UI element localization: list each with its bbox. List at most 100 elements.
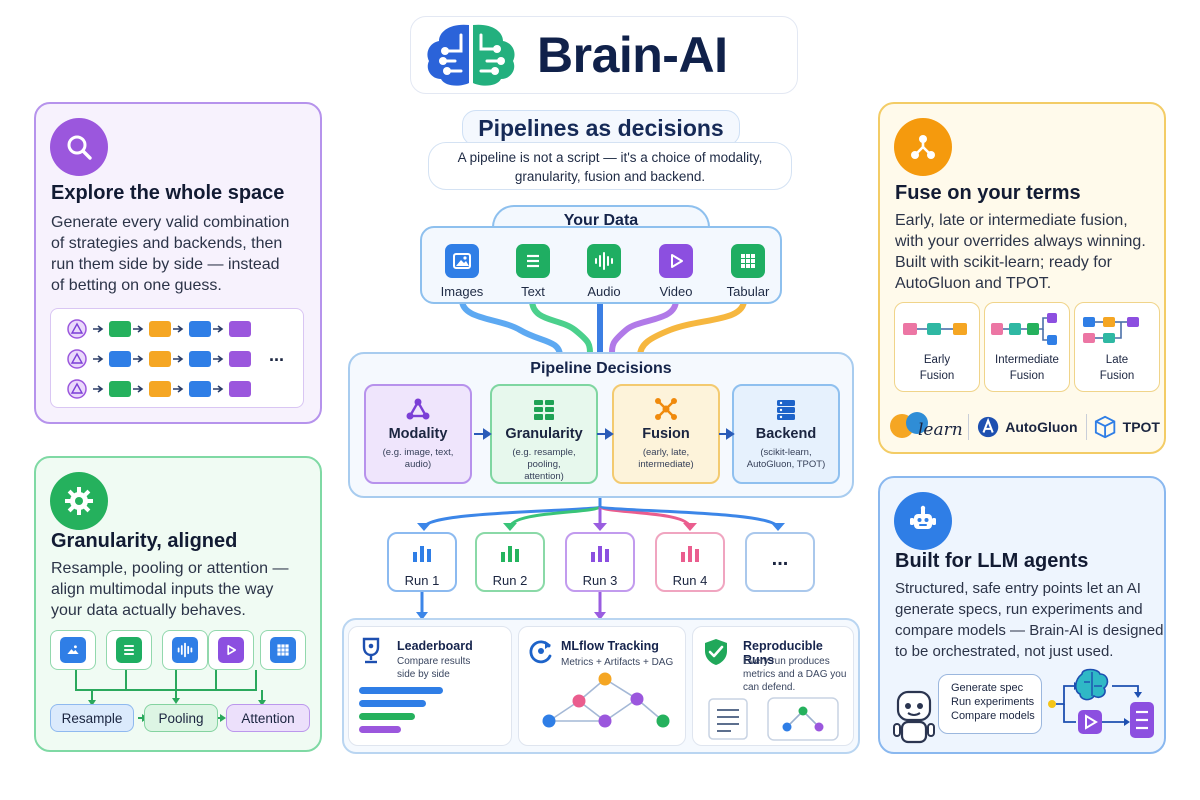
audio-input-chip [162,630,208,670]
fusion-mode-early: Early Fusion [894,302,980,392]
run-card[interactable]: Run 4 [655,532,725,592]
fuse-card: Fuse on your terms Early, late or interm… [878,102,1166,454]
decision-name: Modality [388,426,448,442]
granularity-title: Granularity, aligned [51,530,238,552]
robot-icon [894,492,952,550]
decision-detail-line: (scikit-learn, [760,447,812,458]
decision-name: Granularity [505,426,583,442]
video-play-icon [218,637,244,663]
late-fusion-icon [1083,317,1139,343]
leaderboard-bar [359,687,443,694]
audio-waveform-icon [172,637,198,663]
brain-logo-icon [427,24,515,86]
mlflow-title: MLflow Tracking [561,639,659,653]
modality-network-icon [366,386,470,422]
bar-chart-icon [591,546,609,562]
description-line: Every run produces [743,656,830,667]
sklearn-wordmark: learn [918,420,963,440]
fuse-title: Fuse on your terms [895,182,1081,204]
leaderboard-bars [359,687,455,739]
text-icon [116,637,142,663]
agent-workflow-diagram [1048,668,1154,738]
decision-name: Fusion [642,426,690,442]
mlflow-card: MLflow Tracking Metrics + Artifacts + DA… [518,626,686,746]
fusion-mode-label: Fusion [919,370,955,382]
description-line: can defend. [743,682,796,693]
fusion-network-icon [894,118,952,176]
decision-backend: Backend (scikit-learn,AutoGluon, TPOT) [732,384,840,484]
autogluon-logo-icon [977,416,999,438]
description-line: compare models — Brain-AI is designed [895,622,1164,639]
bar-chart-icon [681,546,699,562]
data-title: Your Data [563,212,639,229]
decision-detail: (e.g. image, text, audio) [382,447,454,470]
fusion-mode-label: Late [1105,354,1129,366]
leaderboard-bar [359,713,415,720]
granularity-grid-icon [492,386,596,422]
explore-description: Generate every valid combination of stra… [51,212,289,296]
run-card[interactable]: Run 1 [387,532,457,592]
decision-detail: (early, late,intermediate) [614,447,718,471]
tpot-logo-icon [1095,415,1116,439]
llm-title: Built for LLM agents [895,550,1089,572]
server-stack-icon [734,386,838,422]
pooling-chip: Pooling [144,704,218,732]
fusion-mode-label: Early [923,354,951,366]
shield-check-icon [705,639,727,665]
more-combinations-ellipsis: ... [269,345,285,365]
decision-fusion: Fusion (early, late,intermediate) [612,384,720,484]
pipeline-decisions-title: Pipeline Decisions [530,360,672,377]
decision-name: Backend [755,426,817,442]
data-item-label: Images [440,284,484,299]
explore-title: Explore the whole space [51,182,285,204]
autogluon-wordmark: AutoGluon [1005,419,1078,435]
logo-divider [968,414,970,440]
intro-line: granularity, fusion and backend. [514,169,706,184]
combinations-diagram [67,319,251,399]
decision-detail-line: intermediate) [638,459,694,470]
decision-detail-line: AutoGluon, TPOT) [746,459,826,470]
flow-arrow [213,355,224,363]
fusion-merge-icon [614,386,718,422]
intro-description: A pipeline is not a script — it's a choi… [428,142,792,190]
description-line: of betting on one guess. [51,277,222,294]
app-header: Brain-AI [410,16,798,94]
strategy-block [149,351,171,367]
run-card-more[interactable]: ... [745,532,815,592]
strategy-block [229,351,251,367]
run-card[interactable]: Run 2 [475,532,545,592]
flow-arrow [173,325,184,333]
granularity-diagram [75,670,266,722]
flow-arrow [93,325,104,333]
image-icon [60,637,86,663]
search-icon [50,118,108,176]
leaderboard-bar [359,726,401,733]
strategy-block [149,321,171,337]
run-label: Run 1 [404,573,440,588]
table-grid-icon [731,244,765,278]
video-input-chip [208,630,254,670]
data-item-images: Images [432,244,492,299]
trophy-icon [362,637,380,664]
strategy-block [189,351,211,367]
run-label: Run 4 [672,573,708,588]
fusion-mode-label: Intermediate [995,354,1059,366]
intro-line: A pipeline is not a script — it's a choi… [457,150,763,165]
document-icon [708,698,748,740]
strategy-block [189,381,211,397]
strategy-block [109,321,131,337]
gear-icon [50,472,108,530]
description-line: align multimodal inputs the way [51,581,274,598]
backend-logos: learn AutoGluon TPOT [888,408,1160,446]
flow-arrow [93,385,104,393]
logo-divider [1085,414,1087,440]
mlflow-description: Metrics + Artifacts + DAG [561,657,674,668]
data-item-text: Text [503,244,563,299]
run-card[interactable]: Run 3 [565,532,635,592]
data-item-label: Text [521,284,545,299]
